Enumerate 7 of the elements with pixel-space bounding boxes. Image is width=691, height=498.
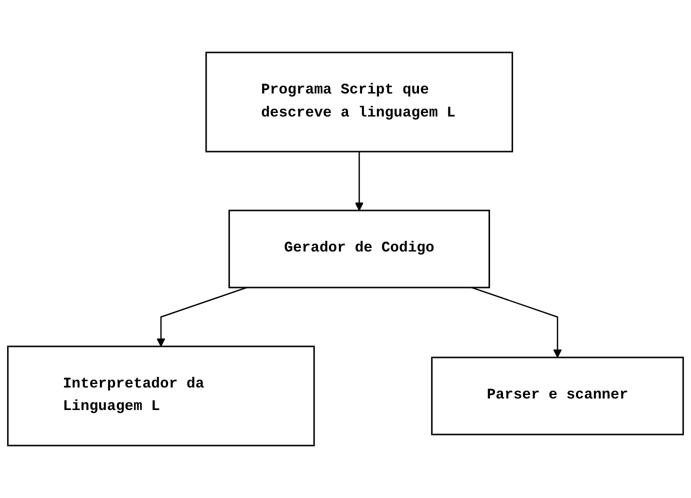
arrow: [354, 152, 364, 211]
node-box: Interpretador da Linguagem L: [7, 346, 315, 446]
node-box: Parser e scanner: [431, 356, 684, 436]
arrow: [156, 286, 248, 347]
node-box: Gerador de Codigo: [228, 210, 490, 288]
node-box: Programa Script que descreve a linguagem L: [205, 52, 514, 152]
arrow: [471, 286, 562, 358]
